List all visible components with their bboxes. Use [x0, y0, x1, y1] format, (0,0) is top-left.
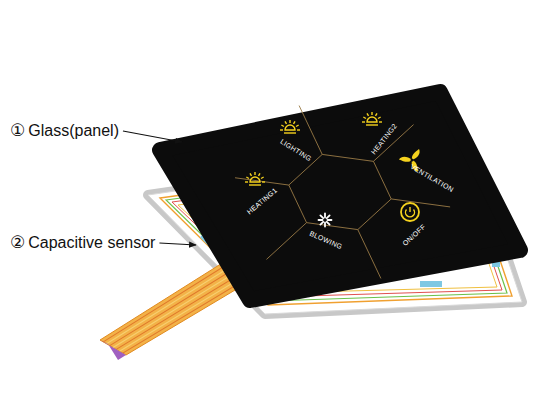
sun-icon	[362, 112, 382, 125]
button-icons	[245, 112, 422, 227]
sun-icon	[280, 120, 300, 133]
leader-arrow	[123, 131, 182, 142]
glass-panel	[160, 92, 520, 300]
leader-arrow	[159, 243, 196, 245]
blowing-icon	[319, 214, 332, 227]
part-name: Glass(panel)	[28, 123, 119, 139]
callout-number: ②	[10, 234, 25, 251]
part-name: Capacitive sensor	[28, 235, 155, 251]
sun-icon	[245, 172, 265, 185]
power-icon	[401, 203, 419, 221]
callout-number: ①	[10, 122, 25, 139]
